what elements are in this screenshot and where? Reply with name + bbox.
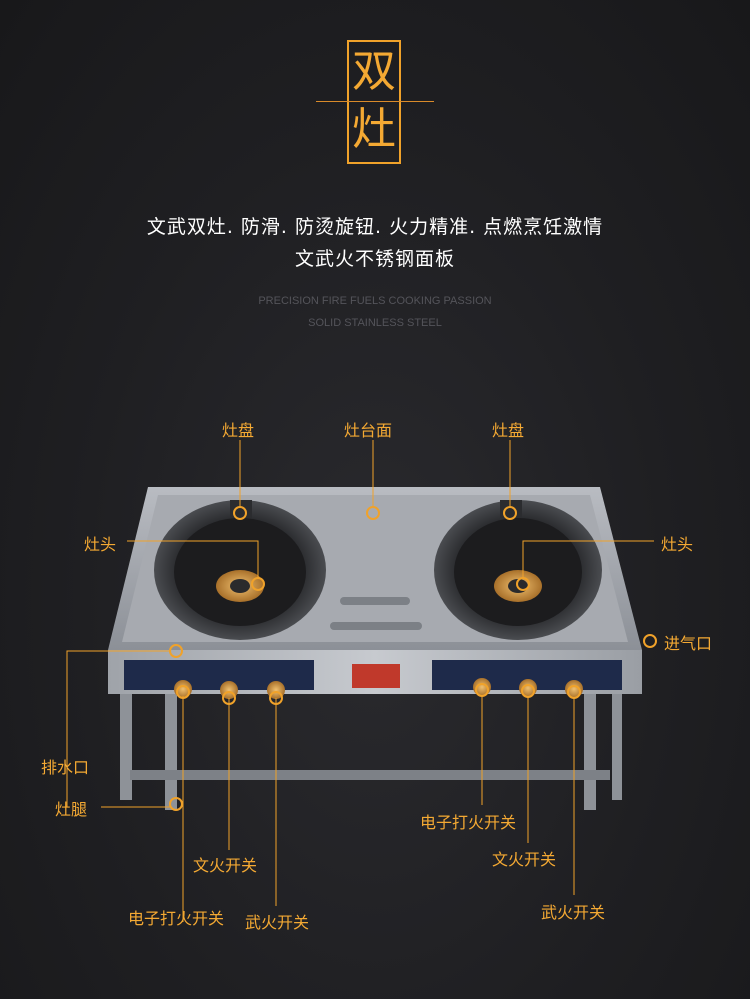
label-gas-inlet: 进气口: [664, 634, 713, 653]
label-burner-pan-right: 灶盘: [492, 421, 525, 440]
callout-markers: [169, 506, 657, 811]
title-char-2: 灶: [352, 104, 396, 155]
english-tagline-1: PRECISION FIRE FUELS COOKING PASSION: [258, 295, 492, 307]
stove-frame: [120, 690, 622, 810]
headline-line-1: 文武双灶. 防滑. 防烫旋钮. 火力精准. 点燃烹饪激情: [146, 216, 604, 238]
label-burner-head-right: 灶头: [661, 535, 694, 554]
title-char-1: 双: [352, 46, 396, 97]
label-high-fire-switch-right: 武火开关: [541, 903, 606, 922]
label-ignition-switch-right: 电子打火开关: [420, 813, 517, 832]
control-knobs: [174, 678, 583, 699]
label-low-fire-switch-left: 文火开关: [193, 856, 258, 875]
label-burner-head-left: 灶头: [84, 535, 117, 554]
title-frame: [347, 40, 401, 164]
label-ignition-switch-left: 电子打火开关: [128, 909, 225, 928]
label-low-fire-switch-right: 文火开关: [492, 850, 557, 869]
title-divider: [316, 101, 434, 102]
label-countertop: 灶台面: [344, 421, 393, 440]
label-drain: 排水口: [41, 758, 90, 777]
callout-lines: [66, 440, 654, 922]
label-high-fire-switch-left: 武火开关: [245, 913, 310, 932]
english-tagline-2: SOLID STAINLESS STEEL: [308, 317, 442, 329]
label-burner-pan-left: 灶盘: [222, 421, 255, 440]
headline-line-2: 文武火不锈钢面板: [294, 248, 455, 270]
label-leg: 灶腿: [55, 800, 88, 819]
